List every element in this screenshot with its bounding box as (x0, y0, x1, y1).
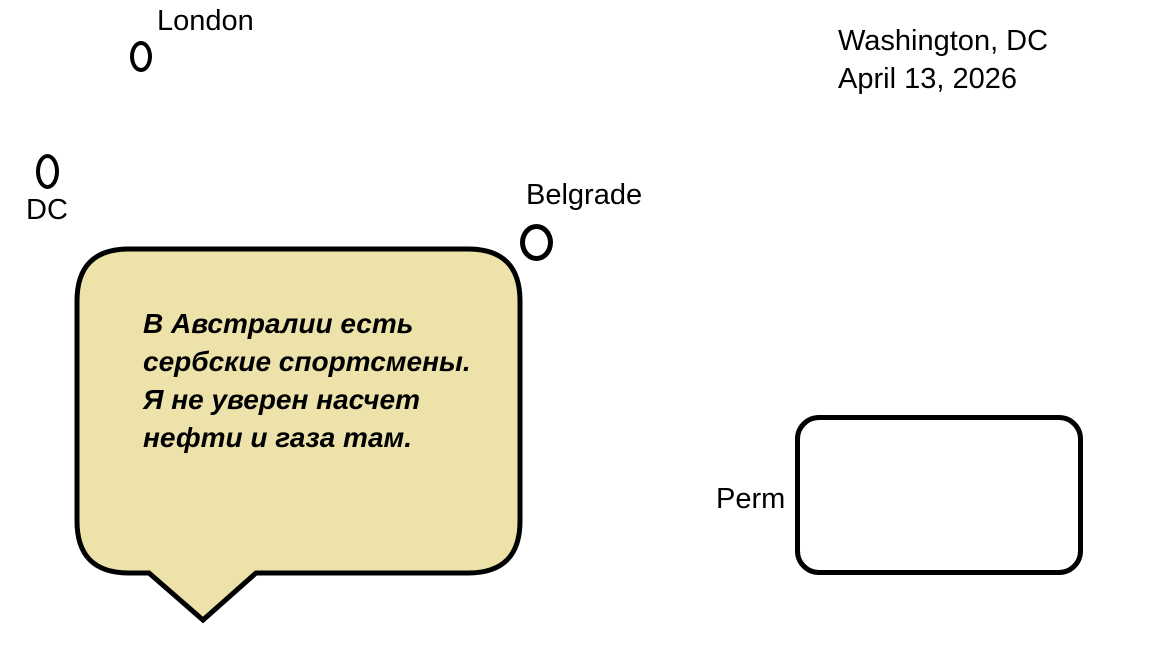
label-perm: Perm (716, 483, 786, 515)
perm-box (795, 415, 1083, 575)
speech-bubble-line: В Австралии есть (143, 308, 414, 339)
annotation-block: Washington, DC April 13, 2026 (838, 22, 1048, 98)
label-dc: DC (26, 194, 68, 226)
label-belgrade: Belgrade (526, 179, 643, 211)
speech-bubble-line: нефти и газа там. (143, 422, 413, 453)
speech-bubble-shape (74, 246, 523, 624)
belgrade-marker-circle (520, 224, 553, 261)
annotation-location: Washington, DC (838, 25, 1049, 57)
annotation-date: April 13, 2026 (838, 63, 1017, 95)
speech-bubble-line: Я не уверен насчет (143, 384, 420, 415)
label-london: London (157, 5, 254, 37)
speech-bubble-line: сербские спортсмены. (143, 346, 471, 377)
dc-marker-ellipse (36, 154, 59, 189)
london-marker-ellipse (130, 41, 152, 72)
speech-bubble-text: В Австралии есть сербские спортсмены. Я … (143, 305, 471, 457)
